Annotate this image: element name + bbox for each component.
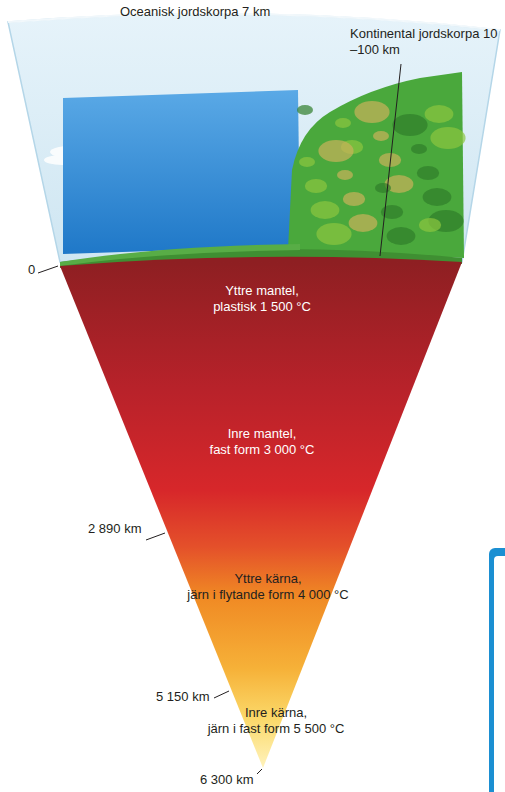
leader-line — [380, 64, 401, 256]
depth-label: 6 300 km — [200, 772, 253, 788]
layer-band: Yttre kärna,järn i flytande form 4 000 °… — [187, 571, 348, 603]
depth-label: 2 890 km — [88, 521, 141, 537]
layer-name: Yttre kärna, — [187, 571, 348, 587]
depth-label: 0 — [28, 262, 35, 278]
continent — [288, 72, 464, 258]
layer-name: Inre kärna, — [208, 705, 345, 721]
tick — [146, 533, 165, 540]
layer-description: järn i fast form 5 500 °C — [208, 721, 345, 737]
layer-band: Inre kärna,järn i fast form 5 500 °C — [208, 705, 345, 737]
crust-label: Oceanisk jordskorpa 7 km — [120, 4, 270, 20]
ocean — [63, 90, 300, 254]
layer-description: järn i flytande form 4 000 °C — [187, 587, 348, 603]
depth-label: 5 150 km — [156, 689, 209, 705]
layer-description: plastisk 1 500 °C — [213, 299, 311, 315]
tick — [38, 266, 58, 273]
atmosphere — [8, 14, 500, 262]
layer-band: Yttre mantel,plastisk 1 500 °C — [213, 283, 311, 315]
land-texture — [297, 101, 466, 245]
earth-interior — [60, 257, 462, 768]
side-panel-inner — [494, 556, 505, 792]
layer-name: Inre mantel, — [210, 426, 315, 442]
crust-label: Kontinental jordskorpa 10 –100 km — [350, 26, 498, 58]
tick — [214, 691, 229, 698]
layer-name: Yttre mantel, — [213, 283, 311, 299]
layer-description: fast form 3 000 °C — [210, 442, 315, 458]
tick — [257, 769, 262, 774]
layer-band: Inre mantel,fast form 3 000 °C — [210, 426, 315, 458]
